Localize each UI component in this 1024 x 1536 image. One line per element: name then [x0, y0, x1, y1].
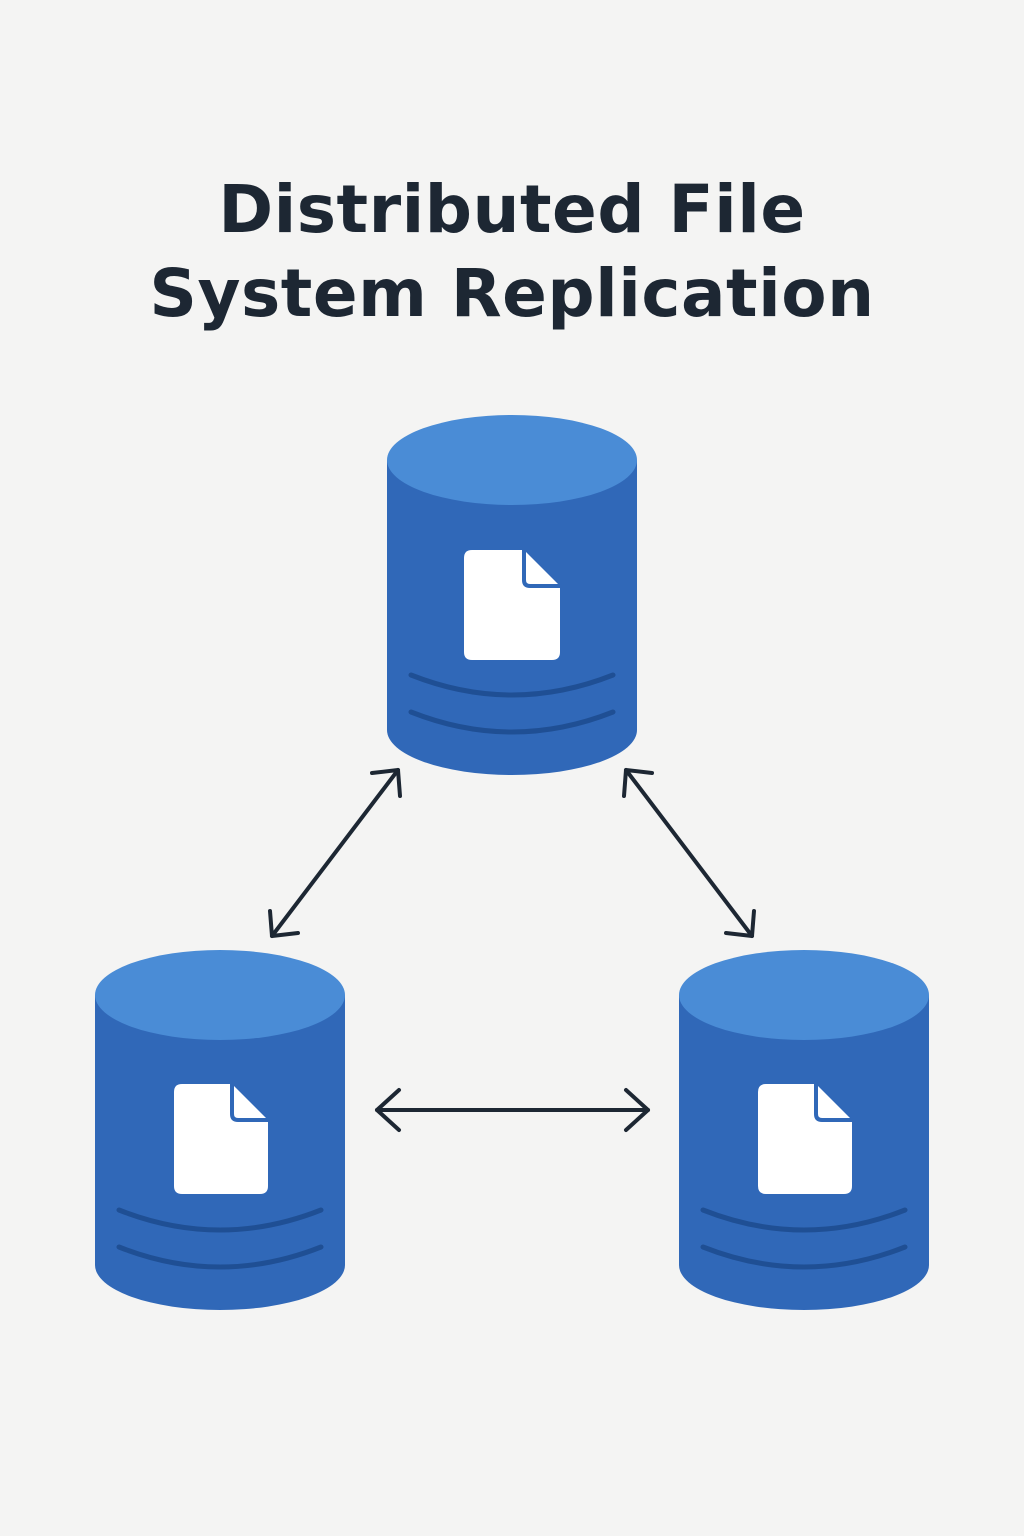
storage-node-right — [679, 950, 929, 1310]
arrow-left-right — [375, 1088, 650, 1132]
title-line-1: Distributed File — [218, 171, 806, 248]
title-line-2: System Replication — [149, 255, 875, 332]
file-icon — [464, 550, 560, 660]
arrow-top-right — [622, 768, 756, 938]
storage-node-left — [95, 950, 345, 1310]
arrow-top-left — [268, 768, 402, 938]
file-icon — [758, 1084, 852, 1194]
storage-node-top — [387, 415, 637, 775]
page-title: Distributed File System Replication — [0, 168, 1024, 336]
file-icon — [174, 1084, 268, 1194]
